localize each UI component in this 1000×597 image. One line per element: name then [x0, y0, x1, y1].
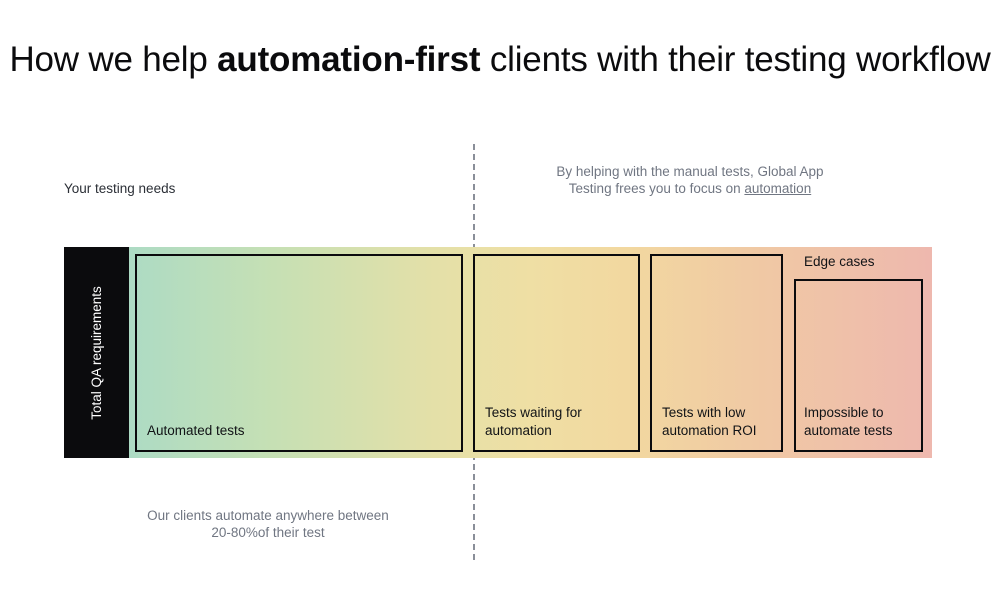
segment-tests-waiting-for-automation[interactable]: Tests waiting for automation — [467, 247, 644, 458]
segment-automated-tests[interactable]: Automated tests — [129, 247, 467, 458]
segment-low-automation-roi[interactable]: Tests with low automation ROI — [644, 247, 786, 458]
page-title: How we help automation-first clients wit… — [0, 40, 1000, 80]
segment-impossible-label-line2: automate tests — [804, 423, 893, 438]
manual-tests-note-line1: By helping with the manual tests, Global… — [556, 164, 824, 179]
automation-range-note: Our clients automate anywhere between 20… — [108, 507, 428, 541]
total-qa-requirements-axis: Total QA requirements — [64, 247, 129, 458]
qa-requirements-band: Total QA requirements Automated tests Te… — [64, 247, 932, 458]
automation-link[interactable]: automation — [744, 181, 812, 196]
segments-container: Automated tests Tests waiting for automa… — [129, 247, 932, 458]
segment-low-automation-roi-box — [650, 254, 783, 452]
segment-impossible-label-line1: Impossible to — [804, 405, 884, 420]
automation-range-note-line2: 20-80%of their test — [211, 525, 325, 540]
segment-tests-waiting-label-line2: automation — [485, 423, 552, 438]
title-emphasis: automation-first — [217, 40, 481, 79]
manual-tests-note-line2: Testing frees you to focus on — [568, 181, 745, 196]
segment-low-automation-roi-label: Tests with low automation ROI — [662, 404, 770, 440]
manual-tests-note: By helping with the manual tests, Global… — [480, 163, 900, 197]
title-part-before: How we help — [9, 40, 218, 79]
segment-automated-tests-label: Automated tests — [147, 423, 245, 438]
segment-low-roi-label-line1: Tests with low — [662, 405, 746, 420]
axis-label: Total QA requirements — [88, 285, 104, 420]
segment-impossible-box — [794, 279, 923, 452]
your-testing-needs-label: Your testing needs — [64, 181, 176, 196]
segment-low-roi-label-line2: automation ROI — [662, 423, 757, 438]
segment-automated-tests-box — [135, 254, 463, 452]
title-part-after: clients with their testing workflow — [480, 40, 991, 79]
automation-range-note-line1: Our clients automate anywhere between — [147, 508, 389, 523]
segment-tests-waiting-label: Tests waiting for automation — [485, 404, 628, 440]
edge-cases-caption: Edge cases — [804, 254, 875, 269]
segment-impossible-label: Impossible to automate tests — [804, 404, 916, 440]
segment-tests-waiting-box — [473, 254, 640, 452]
segment-impossible-to-automate[interactable]: Edge cases Impossible to automate tests — [786, 247, 932, 458]
segment-tests-waiting-label-line1: Tests waiting for — [485, 405, 582, 420]
